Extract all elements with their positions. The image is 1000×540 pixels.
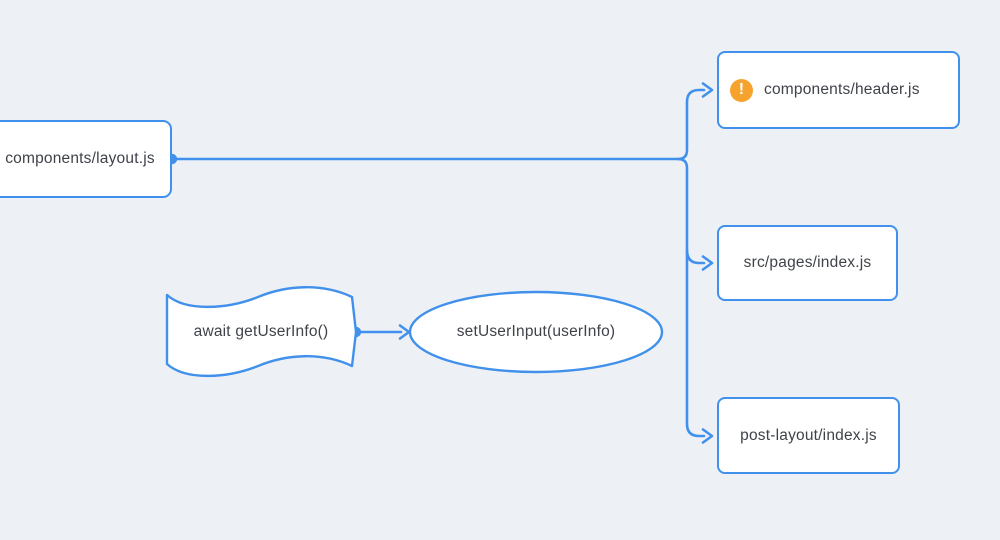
node-components-header[interactable]: ! components/header.js <box>717 51 960 129</box>
arrowhead-srcpages <box>701 255 714 271</box>
node-label: src/pages/index.js <box>743 254 872 271</box>
tape-label-await-getuserinfo: await getUserInfo() <box>193 323 329 340</box>
ellipse-shape-setuserinput[interactable] <box>408 290 664 374</box>
ellipse-label-setuserinput: setUserInput(userInfo) <box>456 323 616 340</box>
node-label: components/layout.js <box>5 150 155 167</box>
node-src-pages-index[interactable]: src/pages/index.js <box>717 225 898 301</box>
node-label: components/header.js <box>764 81 920 98</box>
arrowhead-header <box>701 82 714 98</box>
tape-shape-await-getuserinfo[interactable] <box>165 286 358 378</box>
node-label: post-layout/index.js <box>740 426 877 444</box>
warning-icon: ! <box>730 78 753 102</box>
edge-layout-to-postlayout <box>676 157 706 438</box>
edge-layout-to-srcpages <box>685 248 706 265</box>
node-components-layout[interactable]: components/layout.js <box>0 120 172 198</box>
node-post-layout-index[interactable]: post-layout/index.js <box>717 397 900 474</box>
arrowhead-postlayout <box>701 428 714 444</box>
edge-layout-to-header <box>676 88 706 161</box>
